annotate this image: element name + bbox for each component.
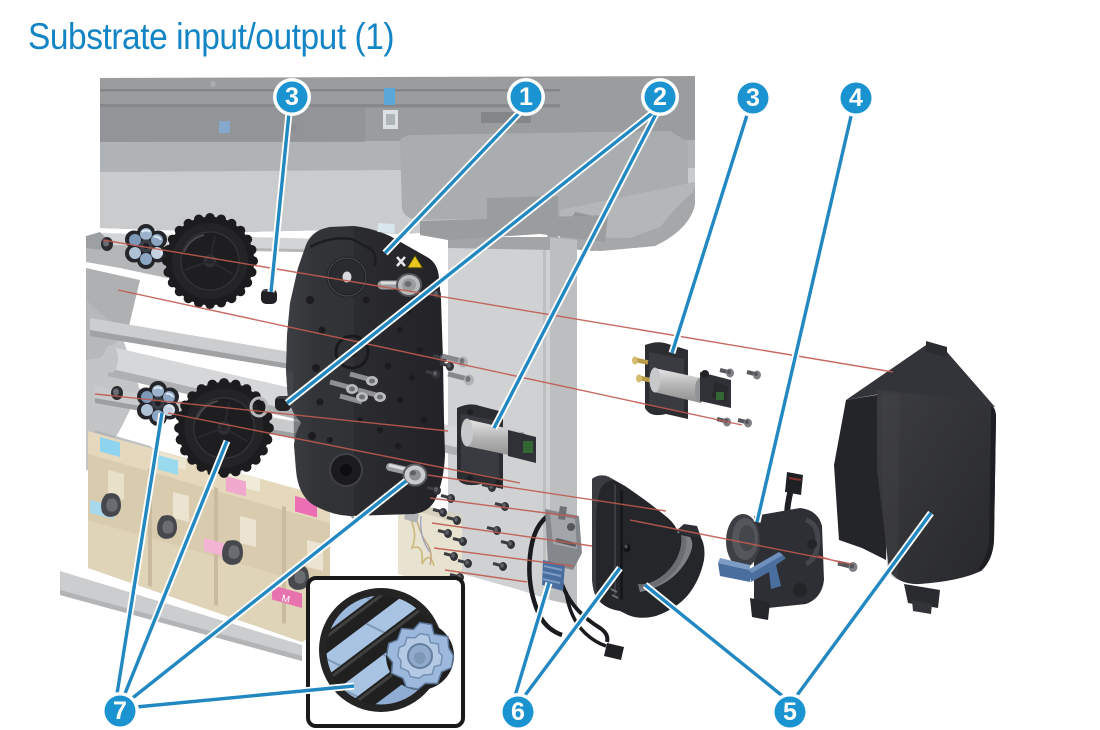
svg-text:M: M [280,593,291,606]
svg-text:7: 7 [113,697,127,725]
svg-text:5: 5 [783,698,797,726]
svg-text:6: 6 [511,698,525,726]
svg-text:3: 3 [746,84,760,112]
svg-text:2: 2 [653,83,667,111]
svg-text:4: 4 [849,84,863,112]
svg-text:3: 3 [285,83,299,111]
svg-text:1: 1 [519,83,533,111]
